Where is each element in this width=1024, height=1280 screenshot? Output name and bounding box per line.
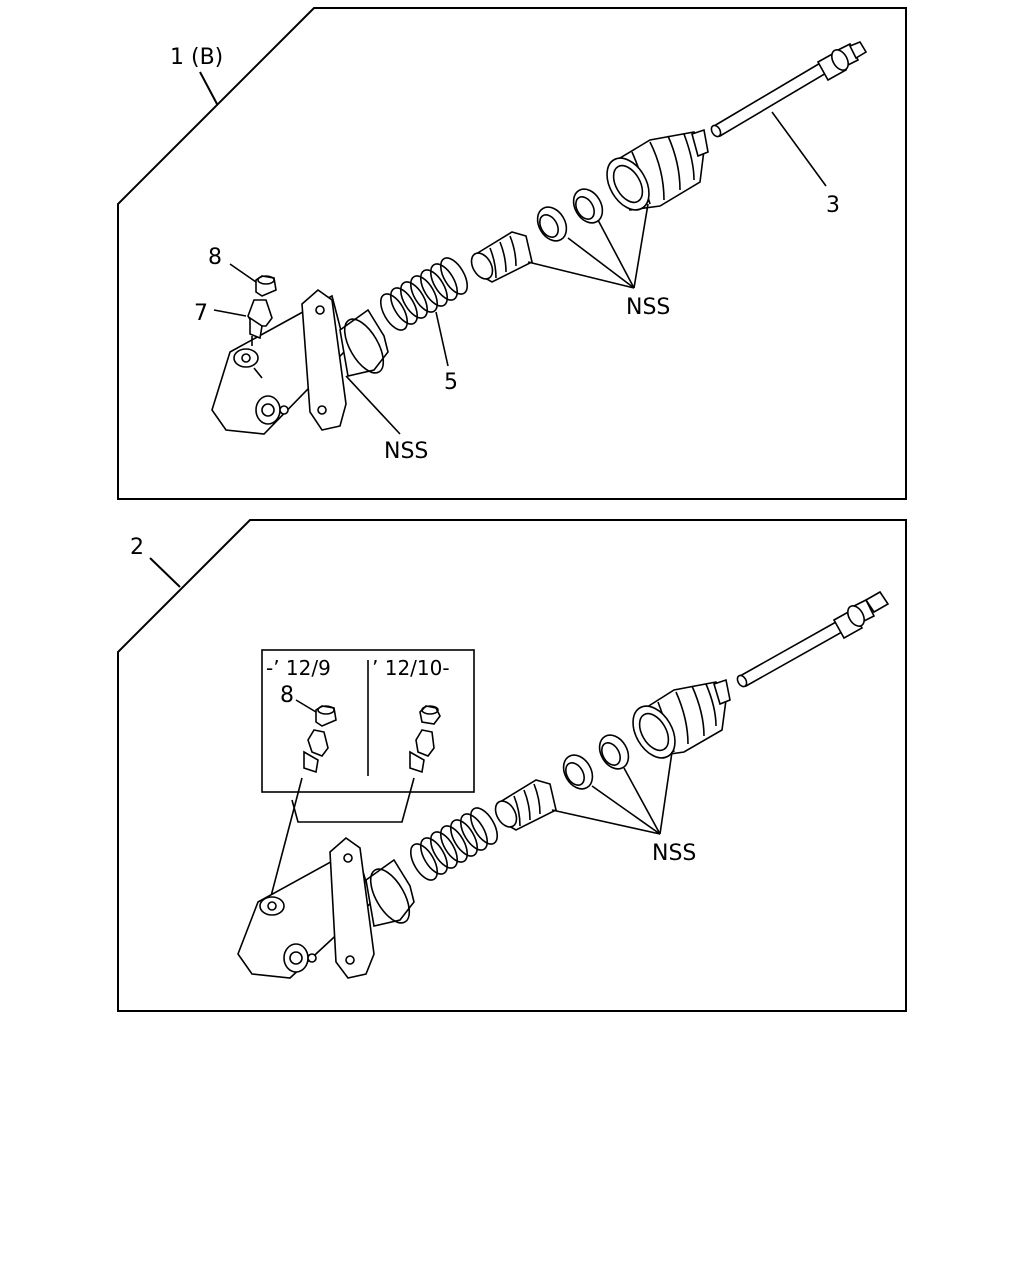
inset-bleeder-new [409,729,435,774]
nss-body-label: NSS [384,439,428,464]
callout-7: 7 [194,301,208,326]
inset-cap-new [419,705,441,725]
nss-seals-label-b: NSS [652,841,696,866]
return-spring [379,257,469,331]
nss-seals-leaders [527,203,649,289]
cylinder-body-b [237,836,415,979]
inset-cap-old [315,705,337,727]
inset-bleeder-old [303,729,329,774]
nss-seals-label: NSS [626,295,670,320]
panel-bottom-frame [117,519,907,1012]
callout-5: 5 [444,370,458,395]
cylinder-body [211,288,389,435]
nss-seals-leaders-b [551,751,673,835]
panel-bottom-title-leader [149,557,181,588]
dust-boot-b [632,678,731,759]
return-spring-b [409,807,499,881]
nss-body-leader [345,375,401,435]
callout-3: 3 [826,193,840,218]
callout-8-leader [229,263,257,283]
panel-bottom-title: 2 [130,535,144,560]
panel-top-title: 1 (B) [170,45,223,70]
bleeder-screw [247,299,273,346]
inset-leaders [269,777,415,901]
dust-boot [606,128,709,211]
push-rod [710,41,868,138]
panel-top-title-leader [199,71,218,105]
bleeder-cap [255,275,277,297]
inset-callout-8: 8 [280,683,294,708]
callout-8: 8 [208,245,222,270]
piston-b [494,779,557,831]
panel-top-frame [117,7,907,500]
panel-bottom: 2 -’ 12/9 ’ 12/10- 8 [117,519,907,1012]
piston [470,231,533,283]
piston-cups [536,188,604,242]
inset-right-label: ’ 12/10- [372,656,450,680]
piston-cups-b [562,734,630,790]
callout-5-leader [435,311,449,367]
panel-top: 1 (B) 3 [117,7,907,500]
callout-3-leader [771,111,827,187]
inset-box: -’ 12/9 ’ 12/10- 8 [261,649,475,793]
callout-7-leader [213,309,247,317]
inset-left-label: -’ 12/9 [266,656,331,680]
push-rod-b [736,590,890,688]
